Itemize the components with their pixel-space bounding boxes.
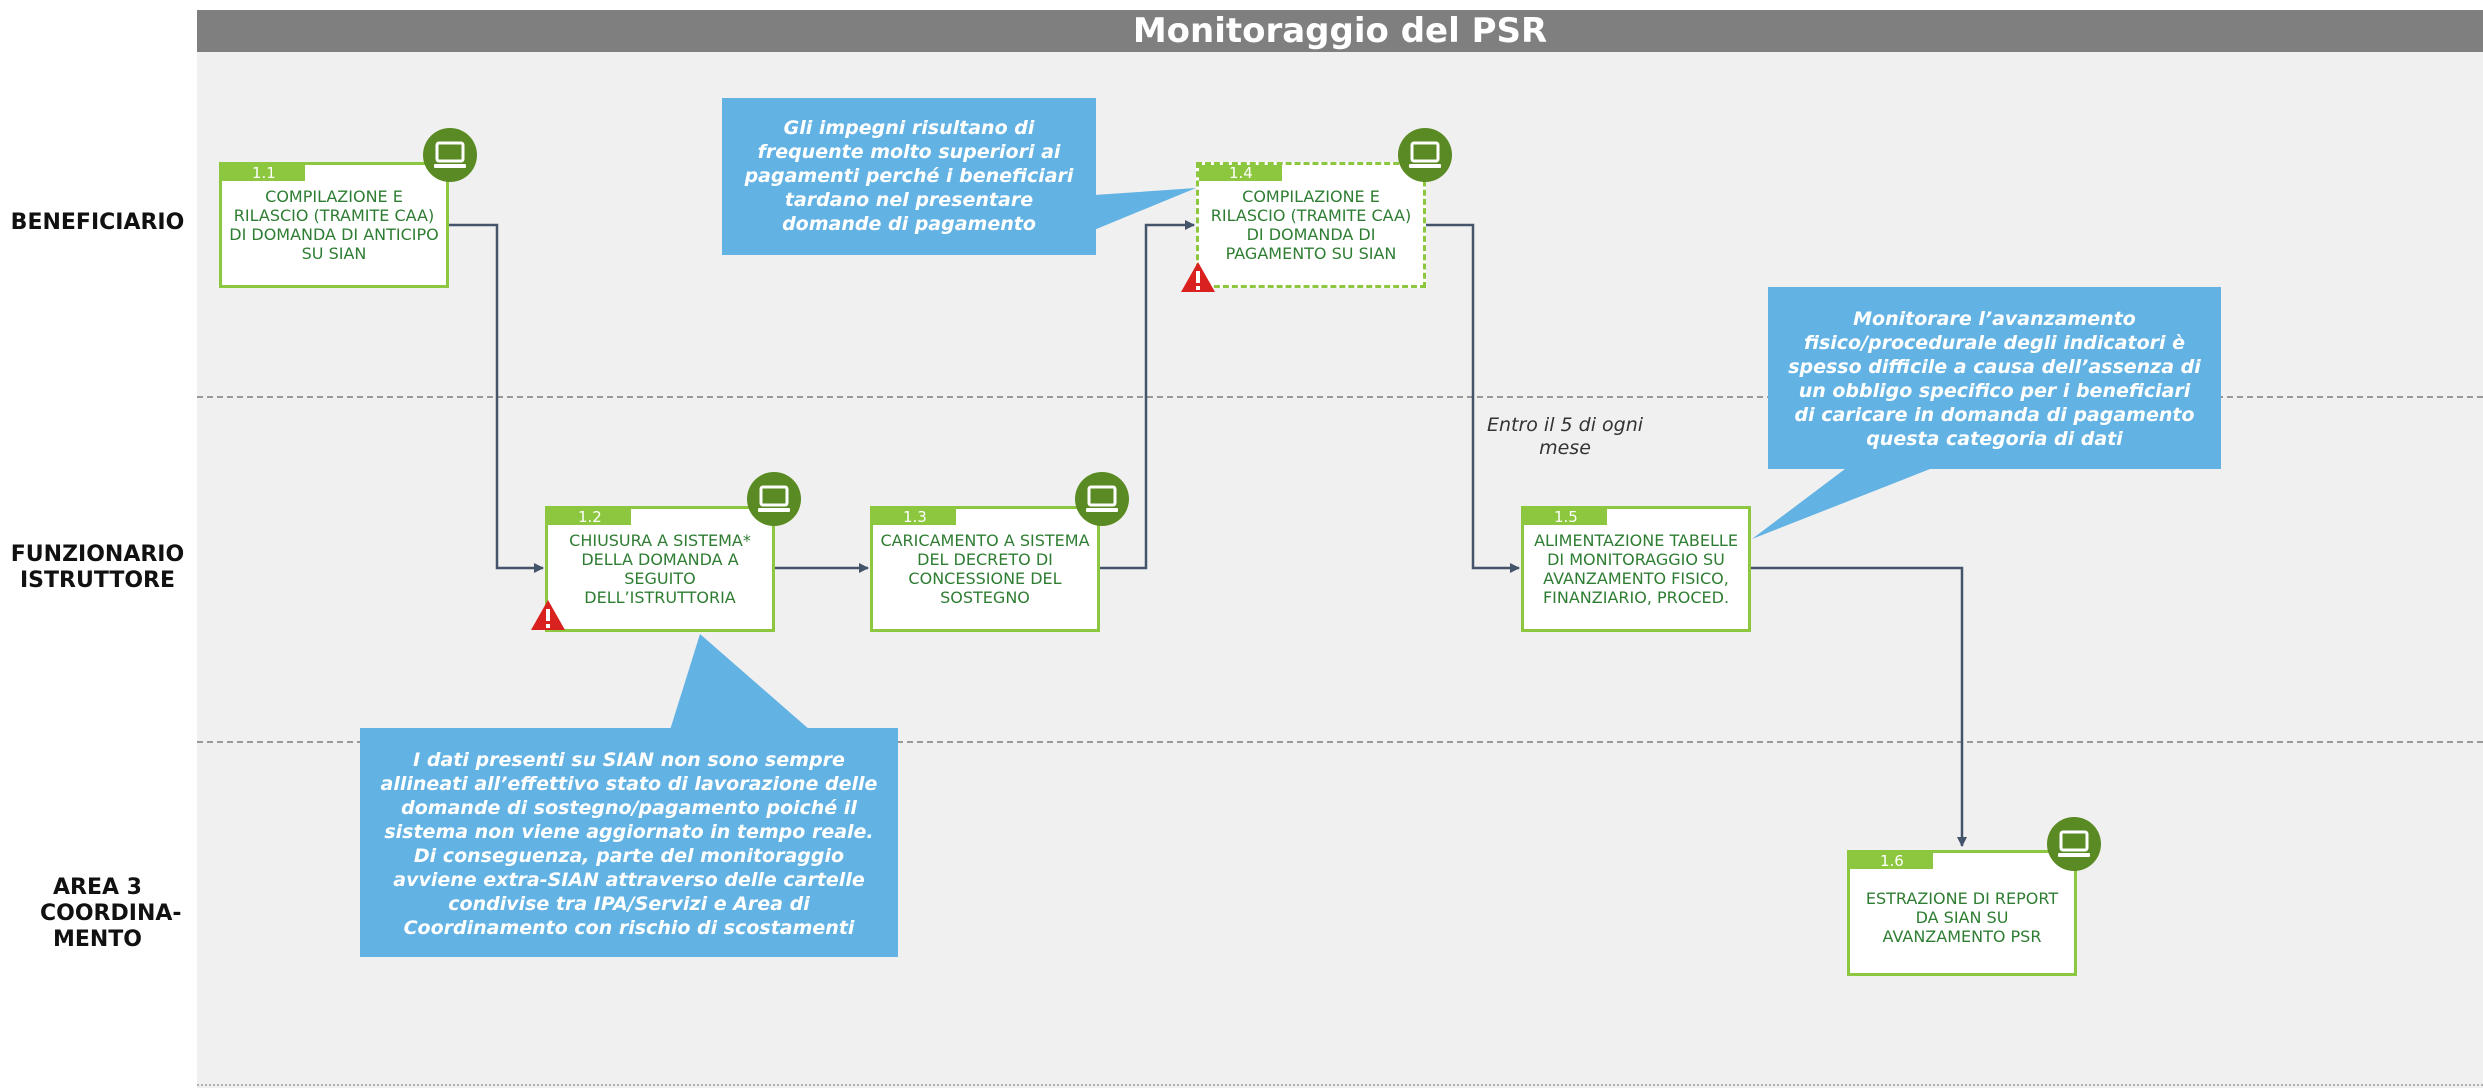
warning-triangle-icon — [529, 598, 567, 632]
callout-box-3: Monitorare l’avanzamento fisico/procedur… — [1768, 287, 2221, 469]
timing-note: Entro il 5 di ogni mese — [1486, 414, 1644, 459]
warning-triangle-icon — [1179, 260, 1217, 294]
lane-separator — [197, 396, 2483, 398]
task-1-2[interactable]: 1.2 CHIUSURA A SISTEMA* DELLA DOMANDA A … — [545, 506, 775, 632]
task-1-3[interactable]: 1.3 CARICAMENTO A SISTEMA DEL DECRETO DI… — [870, 506, 1100, 632]
task-label: ESTRAZIONE DI REPORT DA SIAN SU AVANZAME… — [1865, 889, 2059, 946]
task-1-6[interactable]: 1.6 ESTRAZIONE DI REPORT DA SIAN SU AVAN… — [1847, 850, 2077, 976]
callout-text-3: Monitorare l’avanzamento fisico/procedur… — [1788, 308, 2201, 450]
computer-monitor-icon — [747, 472, 801, 526]
callout-box-2: I dati presenti su SIAN non sono sempre … — [360, 728, 898, 957]
task-number: 1.4 — [1199, 165, 1282, 181]
task-1-5[interactable]: 1.5 ALIMENTAZIONE TABELLE DI MONITORAGGI… — [1521, 506, 1751, 632]
diagram-title: Monitoraggio del PSR — [1132, 11, 1548, 51]
callout-text-1: Gli impegni risultano di frequente molto… — [744, 117, 1074, 235]
lane-separator — [197, 741, 2483, 743]
task-label: COMPILAZIONE E RILASCIO (TRAMITE CAA) DI… — [229, 187, 439, 263]
task-label: ALIMENTAZIONE TABELLE DI MONITORAGGIO SU… — [1534, 531, 1738, 607]
callout-box-1: Gli impegni risultano di frequente molto… — [722, 98, 1096, 255]
task-1-1[interactable]: 1.1 COMPILAZIONE E RILASCIO (TRAMITE CAA… — [219, 162, 449, 288]
lane-bottom-border — [197, 1084, 2483, 1086]
computer-monitor-icon — [1398, 128, 1452, 182]
connector-1-1-to-1-2 — [448, 223, 544, 573]
connector-1-3-to-1-4 — [1098, 220, 1195, 570]
callout-pointer-2 — [670, 634, 810, 730]
connector-1-4-to-1-5 — [1425, 223, 1520, 573]
task-label: COMPILAZIONE E RILASCIO (TRAMITE CAA) DI… — [1210, 187, 1412, 263]
task-number: 1.6 — [1850, 853, 1933, 869]
lane-label-area3: AREA 3 COORDINA-MENTO — [40, 875, 182, 952]
lane-label-funzionario: FUNZIONARIO ISTRUTTORE — [10, 542, 185, 593]
lane-label-beneficiario: BENEFICIARIO — [10, 210, 185, 235]
task-number: 1.3 — [873, 509, 956, 525]
task-label: CHIUSURA A SISTEMA* DELLA DOMANDA A SEGU… — [569, 531, 751, 607]
callout-pointer-1 — [1094, 188, 1196, 230]
computer-monitor-icon — [1075, 472, 1129, 526]
task-label: CARICAMENTO A SISTEMA DEL DECRETO DI CON… — [880, 531, 1090, 607]
callout-pointer-3 — [1752, 469, 1930, 539]
task-number: 1.1 — [222, 165, 305, 181]
task-1-4[interactable]: 1.4 COMPILAZIONE E RILASCIO (TRAMITE CAA… — [1196, 162, 1426, 288]
connector-1-5-to-1-6 — [1749, 566, 1967, 847]
callout-text-2: I dati presenti su SIAN non sono sempre … — [380, 749, 878, 939]
task-number: 1.5 — [1524, 509, 1607, 525]
computer-monitor-icon — [423, 128, 477, 182]
task-number: 1.2 — [548, 509, 631, 525]
header-bar — [197, 10, 2483, 52]
computer-monitor-icon — [2047, 817, 2101, 871]
